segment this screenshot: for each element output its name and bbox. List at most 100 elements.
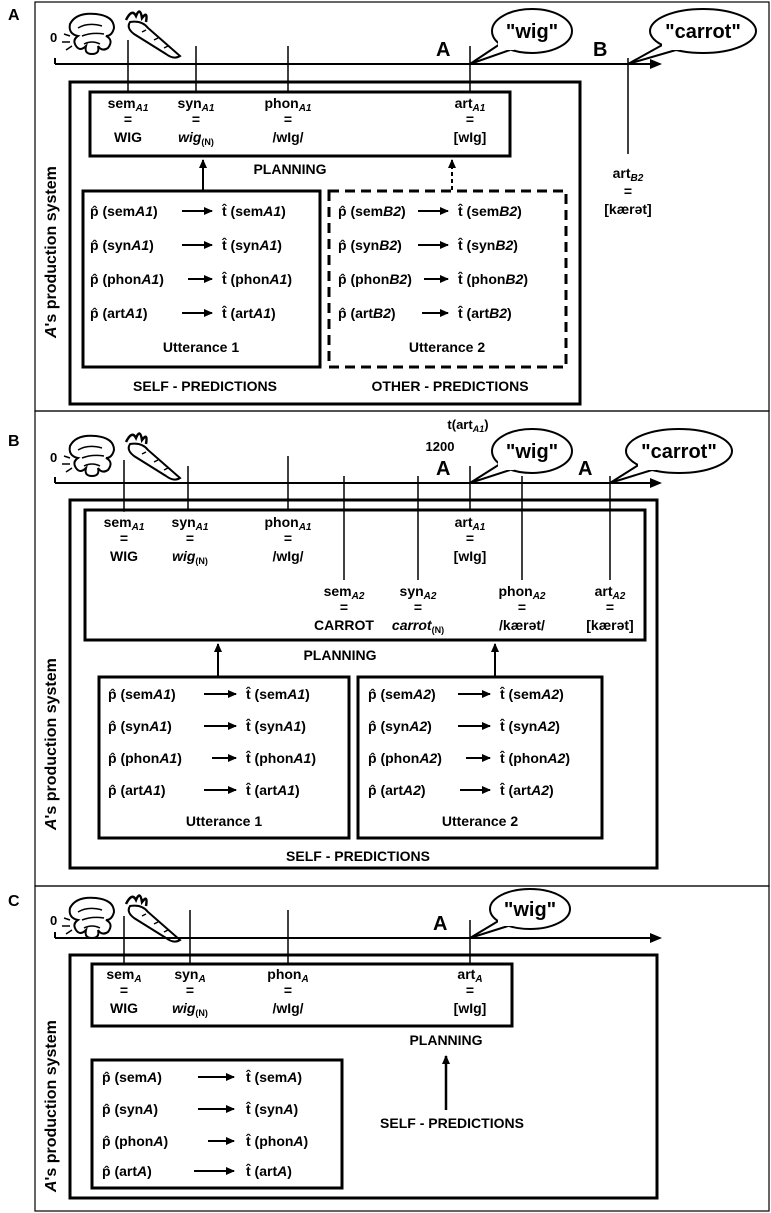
svg-text:p̂ (phonA): p̂ (phonA) [102, 1133, 168, 1149]
time-value: 1200 [426, 439, 455, 454]
svg-text:=: = [624, 183, 632, 199]
svg-text:=: = [284, 982, 292, 998]
plan-item: semA2 [324, 583, 365, 602]
svg-text:=: = [518, 599, 526, 615]
planning-label: PLANNING [253, 161, 326, 177]
plan-eq: = [124, 111, 132, 127]
forward-model-output: t̂ (phonA1) [221, 270, 292, 287]
svg-text:p̂ (synA1): p̂ (synA1) [108, 718, 172, 734]
svg-text:[wIg]: [wIg] [454, 1000, 487, 1016]
speaker-a-label: A [436, 458, 450, 480]
utterance-2-box [356, 675, 604, 840]
prediction-row: p̂ (artB2) [338, 305, 396, 321]
svg-text:t̂ (artA): t̂ (artA) [245, 1162, 292, 1179]
svg-text:WIG: WIG [110, 548, 138, 564]
speech-bubble-wig: "wig" [469, 8, 573, 65]
svg-text:/kærət/: /kærət/ [499, 617, 545, 633]
self-predictions-label: SELF - PREDICTIONS [133, 378, 277, 394]
panel-b-letter: B [8, 433, 20, 450]
plan-item: semA1 [108, 95, 149, 114]
self-prediction-box [90, 1058, 344, 1190]
prediction-row: p̂ (semB2) [338, 203, 406, 219]
prediction-rows: p̂ (semA1) t̂ (semA1) p̂ (synA1) t̂ (syn… [108, 685, 316, 798]
plan-item: phonA1 [264, 95, 311, 114]
svg-text:"wig": "wig" [506, 441, 558, 463]
panel-a-icons [60, 10, 182, 59]
self-predictions-label: SELF - PREDICTIONS [286, 848, 430, 864]
plan-item: synA1 [172, 514, 209, 533]
svg-text:semA: semA [106, 966, 141, 985]
svg-text:p̂ (synA2): p̂ (synA2) [368, 718, 432, 734]
svg-text:p̂ (artA): p̂ (artA) [102, 1163, 152, 1179]
plan-value: wig(N) [178, 129, 214, 147]
svg-text:p̂ (semA2): p̂ (semA2) [368, 686, 436, 702]
svg-text:=: = [186, 530, 194, 546]
utterance-2-caption: Utterance 2 [409, 339, 485, 355]
svg-text:t̂ (phonA1): t̂ (phonA1) [245, 749, 316, 766]
svg-text:carrot(N): carrot(N) [392, 617, 444, 635]
svg-text:t̂ (semA1): t̂ (semA1) [245, 685, 309, 702]
svg-text:t̂ (synA1): t̂ (synA1) [245, 717, 306, 734]
svg-text:p̂ (artA1): p̂ (artA1) [108, 782, 166, 798]
svg-text:=: = [340, 599, 348, 615]
panel-c-zero: 0 [50, 913, 57, 928]
forward-model-output: t̂ (semB2) [457, 202, 521, 219]
planning-row-1: semA1 = WIG synA1 = wig(N) phonA1 = /wIg… [104, 514, 487, 566]
utterance-2-box [327, 189, 568, 369]
panel-a-zero: 0 [50, 30, 57, 45]
svg-text:p̂ (semA1): p̂ (semA1) [108, 686, 176, 702]
panel-b-icons [60, 432, 182, 481]
speech-bubble-wig: "wig" [469, 428, 573, 484]
plan-item: synA1 [178, 95, 215, 114]
speaker-a-label: A [433, 913, 447, 935]
self-predictions-label: SELF - PREDICTIONS [380, 1115, 524, 1131]
utterance-1-caption: Utterance 1 [186, 813, 262, 829]
svg-text:t̂ (phonA): t̂ (phonA) [245, 1132, 308, 1149]
speaker-a-label: A [578, 458, 592, 480]
plan-eq: = [466, 111, 474, 127]
plan-item: semA1 [104, 514, 145, 533]
planning-label: PLANNING [303, 647, 376, 663]
planning-row: semA = WIG synA = wig(N) phonA = /wIg/ a… [106, 966, 486, 1018]
speaker-b-label: B [593, 39, 607, 61]
svg-text:t̂ (synA2): t̂ (synA2) [499, 717, 560, 734]
prediction-rows: p̂ (semA1) t̂ (semA1) p̂ (synA1) t̂ (syn… [90, 202, 292, 321]
svg-text:=: = [120, 982, 128, 998]
svg-text:=: = [120, 530, 128, 546]
svg-text:"wig": "wig" [504, 899, 556, 921]
production-system-box [68, 498, 659, 870]
utterance-2-caption: Utterance 2 [442, 813, 518, 829]
prediction-row: p̂ (phonA1) [90, 271, 164, 287]
plan-item: phonA1 [264, 514, 311, 533]
speech-bubble-carrot: "carrot" [627, 8, 757, 65]
plan-item: artA1 [455, 95, 486, 114]
side-label: A's production system [43, 166, 60, 339]
prediction-row: p̂ (artA1) [90, 305, 148, 321]
svg-text:wig(N): wig(N) [172, 548, 208, 566]
time-note: t(artA1) [447, 417, 488, 434]
svg-text:artB2: artB2 [613, 165, 644, 184]
speech-text: "wig" [506, 21, 558, 43]
svg-text:t̂ (semA2): t̂ (semA2) [499, 685, 563, 702]
panel-b: B 0 t(artA1) 1200 A A "wig" "carrot" A's… [8, 410, 770, 887]
prediction-row: p̂ (phonB2) [338, 271, 412, 287]
prediction-rows: p̂ (semB2) t̂ (semB2) p̂ (synB2) t̂ (syn… [338, 202, 528, 321]
forward-model-output: t̂ (synA1) [221, 236, 282, 253]
svg-text:p̂ (phonA1): p̂ (phonA1) [108, 750, 182, 766]
panel-c-icons [60, 894, 182, 943]
svg-text:/wIg/: /wIg/ [272, 548, 303, 564]
svg-text:synA: synA [174, 966, 205, 985]
plan-eq: = [284, 111, 292, 127]
panel-b-zero: 0 [50, 450, 57, 465]
panel-c-letter: C [8, 893, 20, 910]
svg-text:t̂ (artA2): t̂ (artA2) [499, 781, 553, 798]
speaker-a-label: A [436, 39, 450, 61]
svg-text:=: = [466, 530, 474, 546]
svg-text:t̂ (semA): t̂ (semA) [245, 1068, 302, 1085]
production-system-box [68, 80, 582, 406]
svg-text:p̂ (semA): p̂ (semA) [102, 1069, 162, 1085]
utterance-1-box [97, 675, 351, 840]
forward-model-output: t̂ (synB2) [457, 236, 518, 253]
svg-text:/wIg/: /wIg/ [272, 1000, 303, 1016]
